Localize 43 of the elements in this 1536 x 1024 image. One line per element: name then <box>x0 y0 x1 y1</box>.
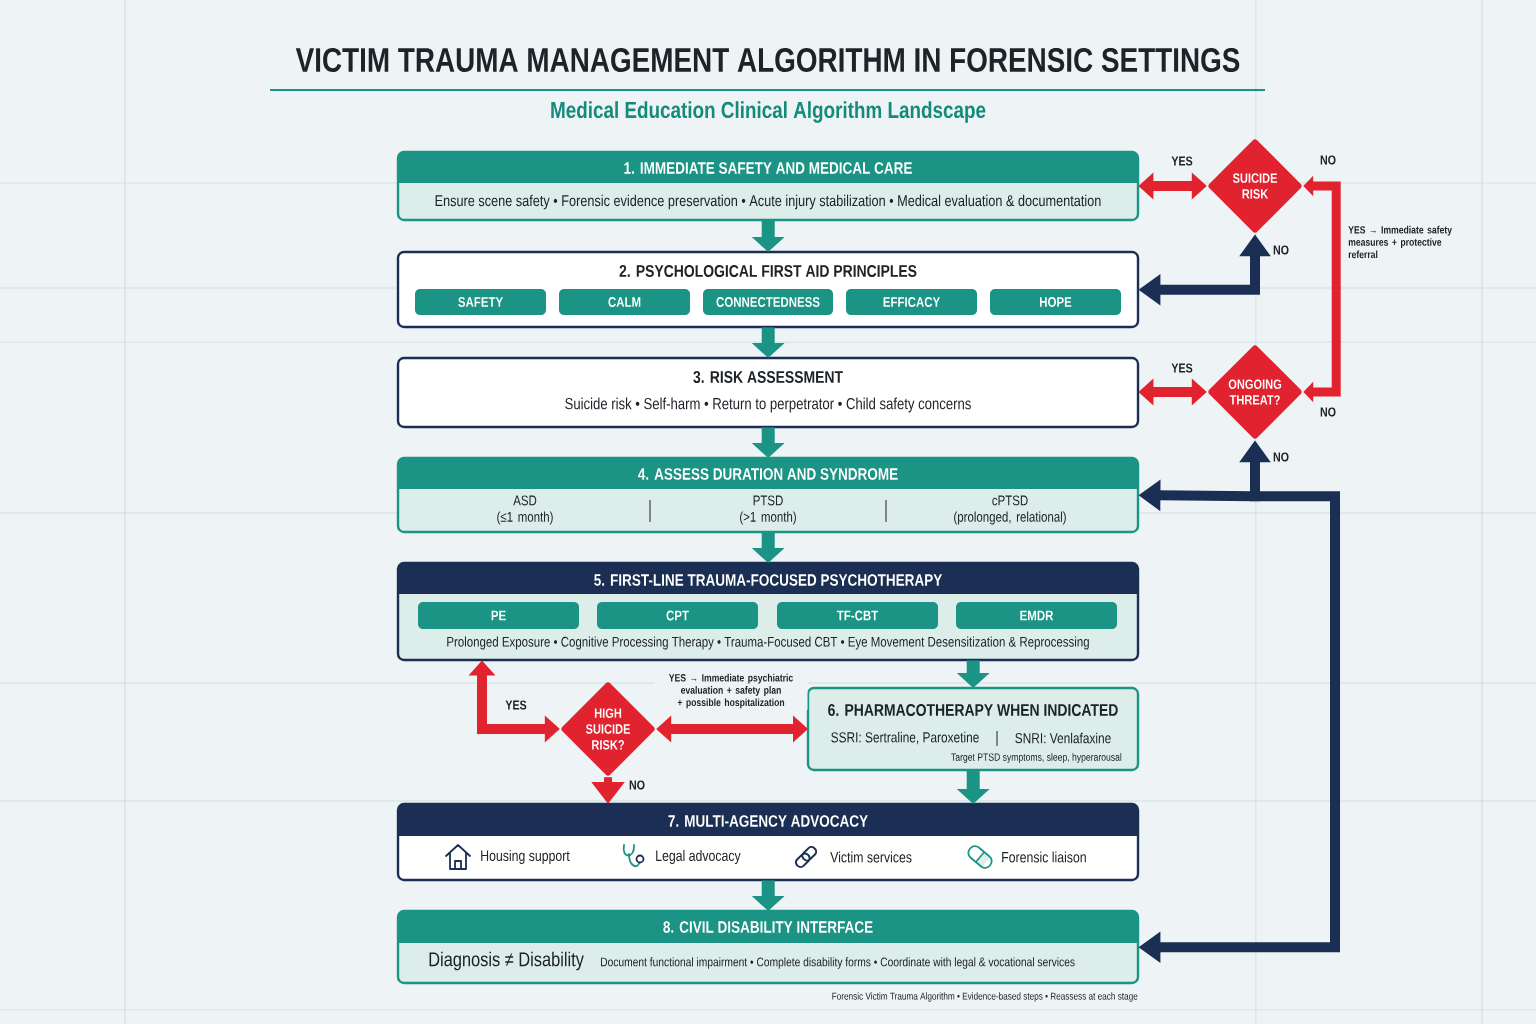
service-label: Forensic liaison <box>1002 851 1086 863</box>
title: VICTIM TRAUMA MANAGEMENT ALGORITHM IN FORENSIC SETTINGS <box>295 47 1240 73</box>
service-label: Victim services <box>830 851 912 863</box>
step-box <box>396 909 1140 985</box>
step-title: 3. RISK ASSESSMENT <box>693 370 843 383</box>
step-header: 7. MULTI-AGENCY ADVOCACY <box>398 804 1138 836</box>
step-header: 1. IMMEDIATE SAFETY AND MEDICAL CARE <box>398 152 1138 183</box>
step-box <box>396 456 1140 534</box>
service-label: Housing support <box>481 850 570 864</box>
drug-text: SNRI: Venlafaxine <box>1015 732 1111 744</box>
step-text: Ensure scene safety • Forensic evidence preservation • Acute injury stabilization • Medical evaluation & documentation <box>435 194 1101 210</box>
step-text: Prolonged Exposure • Cognitive Processing Therapy • Trauma-Focused CBT • Eye Movement Desensitization & Reprocessing <box>447 636 1089 650</box>
step-box <box>396 150 1140 222</box>
step-box <box>396 250 1140 329</box>
step-box <box>396 802 1140 882</box>
step-box <box>806 686 1140 772</box>
principle-pill: HOPE <box>990 289 1121 315</box>
note-text: YES → Immediate safety measures + protective referral <box>1348 225 1452 259</box>
branch-label: NO <box>1320 407 1336 417</box>
syndrome-label: cPTSD (prolonged, relational) <box>954 495 1066 525</box>
subtitle: Medical Education Clinical Algorithm Landscape <box>551 101 986 123</box>
therapy-pill: TF-CBT <box>777 602 938 629</box>
service-label: Legal advocacy <box>656 850 741 864</box>
step-text: Document functional impairment • Complete disability forms • Coordinate with legal & vocational services <box>601 957 1075 969</box>
drug-text: SSRI: Sertraline, Paroxetine <box>831 731 979 745</box>
step-title: 6. PHARMACOTHERAPY WHEN INDICATED <box>828 704 1118 716</box>
step-header: 5. FIRST-LINE TRAUMA-FOCUSED PSYCHOTHERAPY <box>398 563 1138 594</box>
key-statement: Diagnosis ≠ Disability <box>429 951 584 971</box>
step-text: Target PTSD symptoms, sleep, hyperarousal <box>951 753 1122 763</box>
therapy-pill: PE <box>418 602 579 629</box>
step-title: 2. PSYCHOLOGICAL FIRST AID PRINCIPLES <box>619 265 917 277</box>
step-text: Suicide risk • Self-harm • Return to perpetrator • Child safety concerns <box>565 397 971 413</box>
edge-label: YES → Immediate psychiatric evaluation + safety plan + possible hospitalization <box>654 672 808 710</box>
therapy-pill: CPT <box>597 602 758 629</box>
step-box <box>396 356 1140 429</box>
syndrome-label: PTSD (>1 month) <box>740 495 796 525</box>
principle-pill: CONNECTEDNESS <box>703 289 833 315</box>
step-box <box>396 561 1140 662</box>
syndrome-label: ASD (≤1 month) <box>497 495 553 525</box>
principle-pill: EFFICACY <box>846 289 977 315</box>
principle-pill: CALM <box>559 289 690 315</box>
therapy-pill: EMDR <box>956 602 1117 629</box>
principle-pill: SAFETY <box>415 289 546 315</box>
